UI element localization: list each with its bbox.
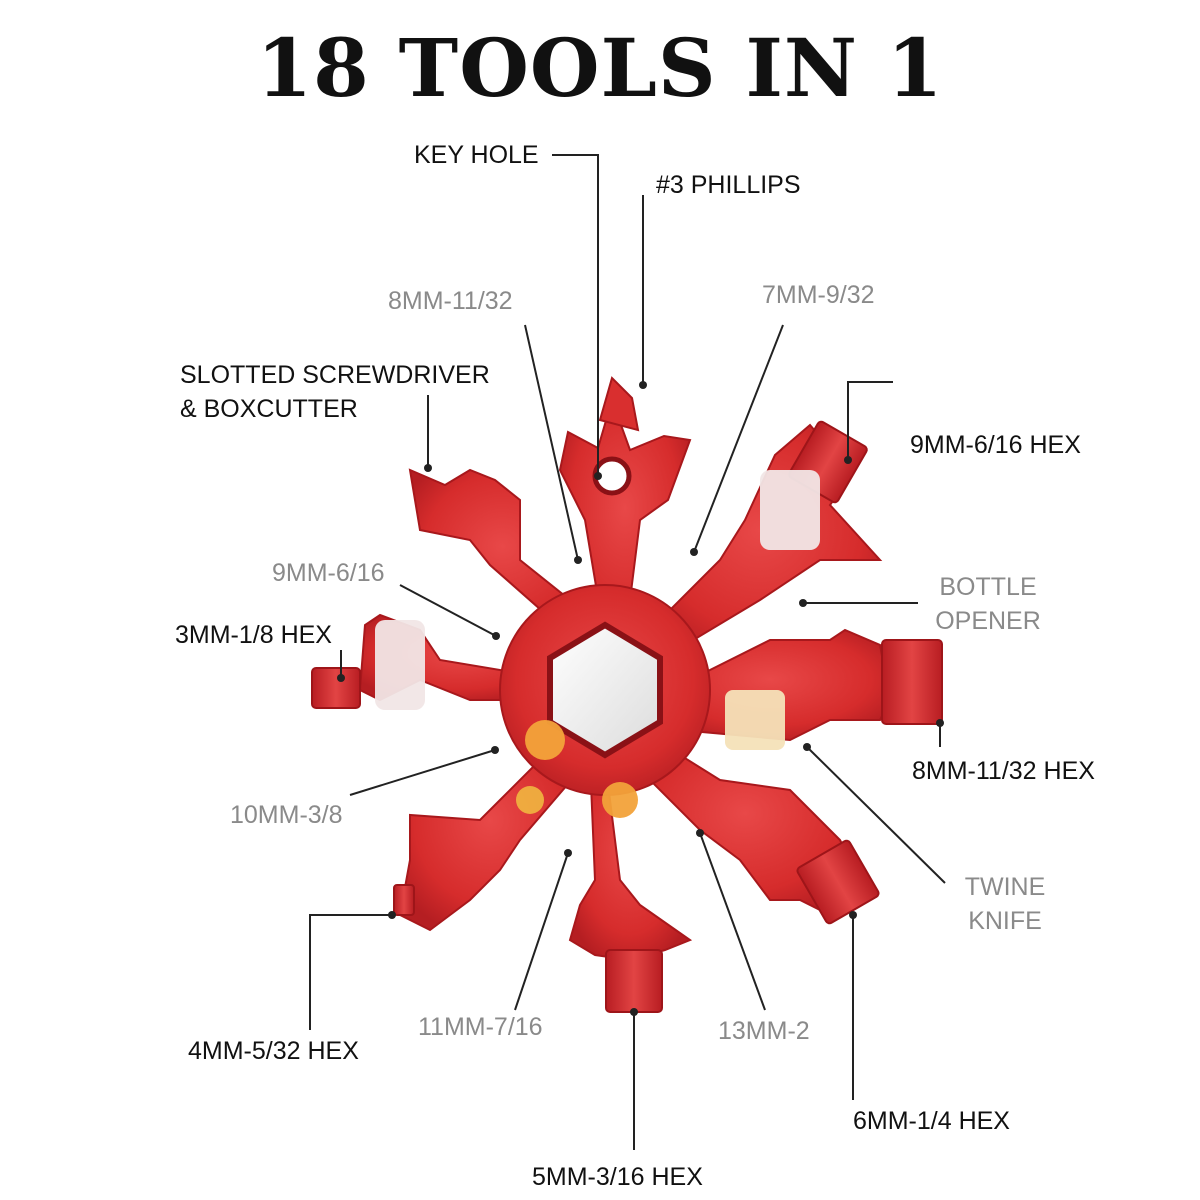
sticker-orb — [516, 786, 544, 814]
leader-dots — [337, 381, 944, 1016]
bit-6mm — [796, 839, 880, 925]
sticker-santa — [375, 620, 425, 710]
snowflake-tool — [311, 376, 943, 1013]
label-twine: TWINE — [964, 873, 1046, 901]
phillips-tip — [598, 376, 640, 432]
label-9mm-6-16: 9MM-6/16 — [272, 559, 385, 587]
label-13mm-2: 13MM-2 — [718, 1017, 810, 1045]
sticker-orb — [525, 720, 565, 760]
bit-4mm — [393, 884, 415, 916]
label-boxcutter: & BOXCUTTER — [180, 395, 358, 423]
arm-bottom-left — [398, 728, 582, 932]
label-8mm-11-32: 8MM-11/32 — [388, 287, 513, 315]
sticker-santa — [760, 470, 820, 550]
label-8mm-11-32-hex: 8MM-11/32 HEX — [912, 757, 1095, 785]
bit-3mm — [311, 667, 361, 709]
bit-5mm — [605, 949, 663, 1013]
label-key-hole: KEY HOLE — [414, 141, 539, 169]
label-11mm-7-16: 11MM-7/16 — [418, 1013, 543, 1041]
label-3mm-1-8-hex: 3MM-1/8 HEX — [175, 621, 332, 649]
page-title: 18 TOOLS IN 1 — [256, 21, 944, 115]
bit-8mm — [881, 639, 943, 725]
label-bottle: BOTTLE — [939, 573, 1037, 601]
label-9mm-6-16-hex: 9MM-6/16 HEX — [910, 431, 1081, 459]
sticker-bells — [725, 690, 785, 750]
arm-top-left — [408, 468, 597, 642]
leader-lines — [309, 154, 946, 1150]
label-5mm-3-16-hex: 5MM-3/16 HEX — [532, 1163, 703, 1191]
label-6mm-1-4-hex: 6MM-1/4 HEX — [853, 1107, 1010, 1135]
label-10mm-3-8: 10MM-3/8 — [230, 801, 343, 829]
arm-top — [558, 396, 692, 641]
label-opener: OPENER — [935, 607, 1041, 635]
label-slotted-screwdriver: SLOTTED SCREWDRIVER — [180, 361, 490, 389]
label-7mm-9-32: 7MM-9/32 — [762, 281, 875, 309]
label-knife: KNIFE — [968, 907, 1042, 935]
sticker-orb — [602, 782, 638, 818]
label-4mm-5-32-hex: 4MM-5/32 HEX — [188, 1037, 359, 1065]
label-phillips: #3 PHILLIPS — [656, 171, 801, 199]
hex-socket — [547, 621, 663, 759]
